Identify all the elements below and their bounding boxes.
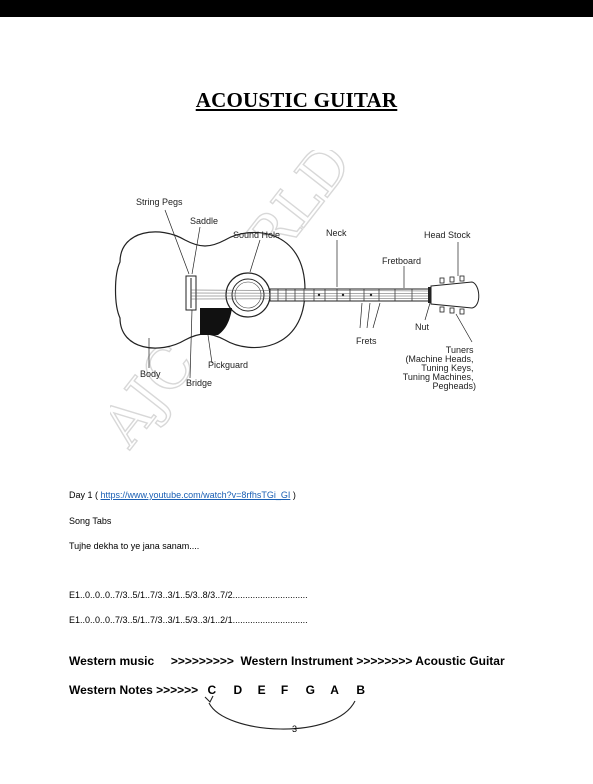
western-notes-row: Western Notes >>>>>> C D E F G A B: [69, 683, 365, 697]
day-suffix: ): [292, 490, 296, 500]
label-head-stock: Head Stock: [424, 230, 471, 240]
label-nut: Nut: [415, 322, 430, 332]
page-number: 3: [292, 724, 298, 734]
song-title: Tujhe dekha to ye jana sanam....: [69, 541, 200, 551]
top-black-bar: [0, 0, 593, 17]
note-f: F: [280, 683, 289, 697]
note-d: D: [233, 683, 243, 697]
youtube-link[interactable]: https://www.youtube.com/watch?v=8rfhsTGi…: [100, 490, 291, 500]
label-saddle: Saddle: [190, 216, 218, 226]
tuners-line: Pegheads): [432, 381, 476, 391]
label-neck: Neck: [326, 228, 347, 238]
tuners-line: Tuning Keys,: [421, 363, 473, 373]
notes-label: Western Notes >>>>>>: [69, 683, 199, 697]
label-pickguard: Pickguard: [208, 360, 248, 370]
note-g: G: [305, 683, 315, 697]
label-frets: Frets: [356, 336, 377, 346]
label-body: Body: [140, 369, 161, 379]
guitar-diagram: String Pegs Saddle Sound Hole Neck Head …: [114, 197, 480, 391]
label-tuners: Tuners (Machine Heads, Tuning Keys, Tuni…: [403, 345, 476, 391]
label-bridge: Bridge: [186, 378, 212, 388]
pickguard: [200, 308, 232, 335]
note-e: E: [257, 683, 266, 697]
note-c: C: [207, 683, 217, 697]
song-tabs-label: Song Tabs: [69, 516, 112, 526]
nut: [428, 287, 431, 303]
label-string-pegs: String Pegs: [136, 197, 183, 207]
octave-arc: [204, 695, 356, 730]
page-title: ACOUSTIC GUITAR: [195, 88, 398, 112]
western-line: Western music >>>>>>>>> Western Instrume…: [69, 654, 505, 668]
day-line: Day 1 ( https://www.youtube.com/watch?v=…: [69, 490, 296, 500]
day-prefix: Day 1 (: [69, 490, 99, 500]
label-fretboard: Fretboard: [382, 256, 421, 266]
tuners-line: (Machine Heads,: [405, 354, 473, 364]
note-b: B: [356, 683, 365, 697]
head-stock: [430, 281, 480, 309]
tuners-line: Tuning Machines,: [403, 372, 474, 382]
label-sound-hole: Sound Hole: [233, 230, 280, 240]
tab-line-2: E1..0..0..0..7/3..5/1..7/3..3/1..5/3..3/…: [69, 615, 308, 625]
tuners-line: Tuners: [446, 345, 474, 355]
note-a: A: [330, 683, 339, 697]
tab-line-1: E1..0..0..0..7/3..5/1..7/3..3/1..5/3..8/…: [69, 590, 308, 600]
